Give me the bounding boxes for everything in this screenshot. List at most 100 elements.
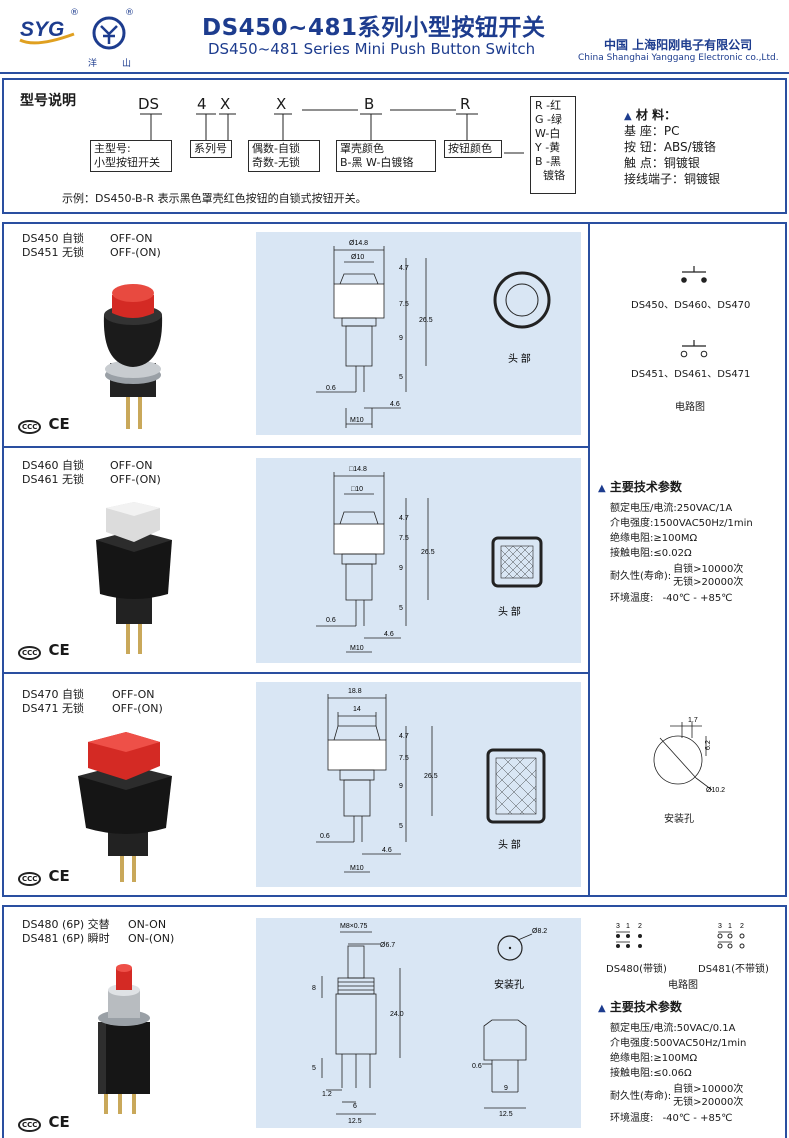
dim-hole-w: 1.7 <box>688 717 698 724</box>
model-example: 示例：DS450-B-R 表示黑色罩壳红色按钮的自锁式按钮开关。 <box>62 192 367 205</box>
dim-d480-h3: 5 <box>312 1065 316 1072</box>
circuit-nc-label: DS450、DS460、DS470 <box>631 300 751 311</box>
photo-ds470 <box>78 732 172 882</box>
material-row: 接线端子：铜镀银 <box>624 172 721 186</box>
spec-row: 额定电压/电流:250VAC/1A <box>610 503 733 514</box>
yangshan-logo <box>88 14 130 56</box>
pin-1b: 1 <box>728 923 732 930</box>
yangshan-reg-mark: ® <box>125 8 134 18</box>
head-label-460: 头 部 <box>498 605 521 618</box>
circuit-no-symbol <box>680 340 708 358</box>
pin-1a: 1 <box>626 923 630 930</box>
cert-ds450: CCC CE <box>18 414 70 434</box>
dim-d470-t1: 0.6 <box>320 833 330 840</box>
dim-d480-h2: 24.0 <box>390 1011 404 1018</box>
spec-row-durability: 耐久性(寿命): 自锁>10000次无锁>20000次 <box>610 564 744 588</box>
dim-hole-d: Ø10.2 <box>706 787 725 794</box>
dim-d460-m: M10 <box>350 645 364 652</box>
spec-row: 绝缘电阻:≥100MΩ <box>610 1053 698 1064</box>
dim-d460-h2: 7.5 <box>399 535 409 542</box>
row-divider <box>2 446 590 448</box>
circuit-nc-symbol <box>681 266 707 283</box>
pin-2a: 2 <box>638 923 642 930</box>
dim-d480-s2: 9 <box>504 1085 508 1092</box>
cert-ds460: CCC CE <box>18 640 70 660</box>
dim-d450-w1: Ø14.8 <box>349 240 368 247</box>
model-title: 型号说明 <box>20 93 76 109</box>
circuit-480-label2: DS481(不带锁) <box>698 964 769 975</box>
company-en: China Shanghai Yanggang Electronic co.,L… <box>578 53 779 63</box>
circuit-480-symbols: 3 1 2 3 1 2 <box>616 923 745 949</box>
dim-d460-t2: 4.6 <box>384 631 394 638</box>
label-lock-type: 偶数-自锁 奇数-无锁 <box>248 140 320 172</box>
spec-row: 环境温度: -40℃ - +85℃ <box>610 593 733 604</box>
pin-2b: 2 <box>740 923 744 930</box>
model-section: 型号说明 DS 4 X X B R 主型号: 小型按钮开关 系列号 偶数-自锁 … <box>2 78 787 214</box>
photo-ds460 <box>96 502 172 654</box>
dim-d470-w1: 18.8 <box>348 688 362 695</box>
dim-d460-h5: 5 <box>399 605 403 612</box>
column-divider <box>588 222 590 897</box>
cert-ds470: CCC CE <box>18 866 70 886</box>
materials-block: ▲ 材 料： 基 座：PC 按 钮：ABS/镀铬 触 点：铜镀银 接线端子：铜镀… <box>624 106 784 187</box>
product-table <box>2 222 787 897</box>
product-table-480 <box>2 905 787 1138</box>
drawing-ds470: 18.8 14 4.7 7.5 26.5 9 5 0.6 4.6 M10 头 部 <box>316 688 546 873</box>
label-series: 系列号 <box>190 140 232 158</box>
code-r: R <box>460 95 471 113</box>
material-row: 基 座：PC <box>624 124 680 138</box>
circuit-caption: 电路图 <box>675 402 705 413</box>
label-housing-color: 罩壳颜色 B-黑 W-白镀铬 <box>336 140 436 172</box>
drawing-ds450: Ø14.8 Ø10 4.7 7.5 26.5 9 5 0.6 4.6 M10 头… <box>316 240 551 428</box>
drawing-ds460: □14.8 □10 4.7 7.5 26.5 9 5 0.6 4.6 M10 头… <box>316 466 543 653</box>
drawing-panel-ds480 <box>256 918 581 1128</box>
label-main-model: 主型号: 小型按钮开关 <box>90 140 172 172</box>
specs-block: ▲ 主要技术参数 额定电压/电流:250VAC/1A 介电强度:1500VAC5… <box>598 478 784 606</box>
dim-d470-h4: 9 <box>399 783 403 790</box>
mount-label-480: 安装孔 <box>494 978 524 991</box>
dim-d470-m: M10 <box>350 865 364 872</box>
code-b: B <box>364 95 375 113</box>
pin-3b: 3 <box>718 923 722 930</box>
dim-d450-h4: 9 <box>399 335 403 342</box>
dim-d470-h5: 5 <box>399 823 403 830</box>
photo-ds480 <box>98 964 150 1114</box>
code-x2: X <box>276 95 287 113</box>
ccc-mark-icon: CCC <box>18 646 42 660</box>
dim-d450-t1: 0.6 <box>326 385 336 392</box>
dim-d450-t2: 4.6 <box>390 401 400 408</box>
dim-d480-top: M8×0.75 <box>340 923 368 930</box>
photo-ds450 <box>103 284 163 429</box>
yangshan-right-char: 山 <box>122 59 132 69</box>
spec-row: 接触电阻:≤0.02Ω <box>610 548 692 559</box>
dim-d480-s3: 12.5 <box>499 1111 513 1118</box>
circuit-no-label: DS451、DS461、DS471 <box>631 369 751 380</box>
dim-d460-h4: 9 <box>399 565 403 572</box>
triangle-icon: ▲ <box>598 483 606 494</box>
dim-d470-h3: 26.5 <box>424 773 438 780</box>
dim-d460-w1: □14.8 <box>349 466 367 473</box>
drawing-panel-ds460 <box>256 458 581 663</box>
dim-d450-h1: 4.7 <box>399 265 409 272</box>
ce-mark-icon: CE <box>48 641 70 659</box>
triangle-icon: ▲ <box>624 111 632 122</box>
dim-d470-w2: 14 <box>353 706 361 713</box>
syg-brand-text: SYG <box>20 18 64 41</box>
dim-d450-w2: Ø10 <box>351 254 364 261</box>
dim-d480-b: 6 <box>353 1103 357 1110</box>
spec-row: 环境温度: -40℃ - +85℃ <box>610 1113 733 1124</box>
yangshan-left-char: 洋 <box>88 59 98 69</box>
drawing-panel-ds450 <box>256 232 581 435</box>
head-label-470: 头 部 <box>498 838 521 851</box>
syg-logo: SYG <box>18 14 76 48</box>
dim-d450-h5: 5 <box>399 374 403 381</box>
spec-row: 介电强度:500VAC50Hz/1min <box>610 1038 747 1049</box>
drawing-panel-ds470 <box>256 682 581 887</box>
dim-d480-c: 12.5 <box>348 1118 362 1125</box>
spec-row: 额定电压/电流:50VAC/0.1A <box>610 1023 736 1034</box>
title-cn: DS450~481系列小型按钮开关 <box>202 15 546 41</box>
dim-d480-d: Ø6.7 <box>380 942 395 949</box>
spec-row: 介电强度:1500VAC50Hz/1min <box>610 518 753 529</box>
